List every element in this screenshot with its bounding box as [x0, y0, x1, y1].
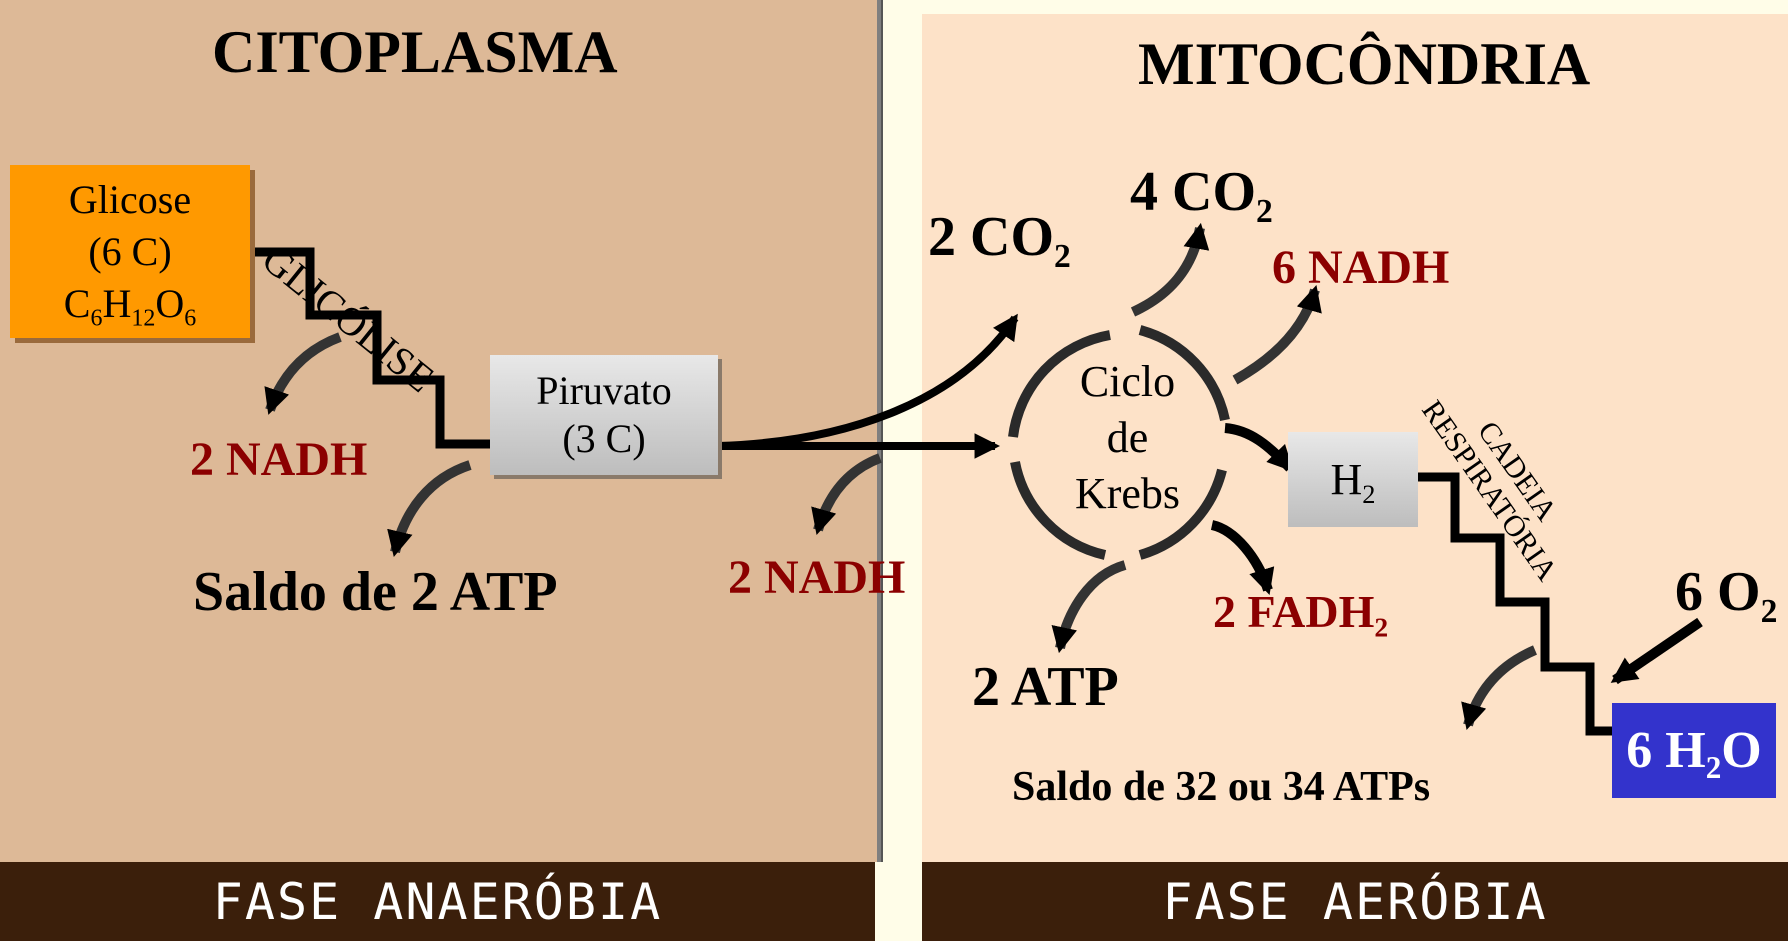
aerobic-phase-label: FASE AERÓBIA — [1162, 872, 1548, 931]
pyruvate-label: Piruvato — [536, 368, 672, 413]
glycolysis-nadh: 2 NADH — [190, 433, 368, 486]
krebs-atp: 2 ATP — [972, 656, 1119, 718]
oxygen-to-water-arrow — [1610, 617, 1703, 685]
pyruvate-box: Piruvato (3 C) — [490, 355, 718, 475]
respiratory-chain-staircase — [1418, 472, 1618, 736]
pyruvate-to-co2-arrow — [717, 313, 1019, 450]
oxygen-input: 6 O2 — [1675, 561, 1778, 630]
krebs-co2: 4 CO2 — [1130, 161, 1273, 230]
water-box: 6 H2O — [1612, 703, 1776, 798]
krebs-h2-arrow — [1224, 423, 1294, 472]
h2-box: H2 — [1288, 432, 1418, 527]
krebs-fadh-arrow — [1210, 520, 1275, 595]
h2-label: H2 — [1330, 455, 1376, 510]
glycolysis-nadh-arrow — [264, 332, 342, 415]
krebs-co2-arrow — [1130, 222, 1210, 317]
krebs-nadh-arrow — [1232, 285, 1322, 385]
krebs-atp-arrow — [1051, 560, 1127, 654]
glucose-label: Glicose — [68, 176, 192, 222]
glycolysis-atp-balance: Saldo de 2 ATP — [193, 561, 558, 623]
cytoplasm-title: CITOPLASMA — [212, 19, 618, 85]
aerobic-atp-balance: Saldo de 32 ou 34 ATPs — [1012, 764, 1431, 810]
transition-nadh: 2 NADH — [728, 551, 906, 604]
mitochondria-title: MITOCÔNDRIA — [1138, 31, 1591, 97]
glucose-carbons: (6 C) — [88, 228, 172, 274]
anaerobic-phase-label: FASE ANAERÓBIA — [212, 872, 663, 931]
transition-nadh-arrow — [811, 453, 882, 535]
krebs-fadh: 2 FADH2 — [1213, 586, 1389, 643]
glucose-box: Glicose (6 C) C6H12O6 — [10, 165, 250, 338]
krebs-cycle-label: Ciclo de Krebs — [1074, 357, 1181, 518]
water-label: 6 H2O — [1626, 722, 1762, 785]
respiratory-chain-atp-arrow — [1461, 645, 1538, 730]
glucose-formula: C6H12O6 — [63, 280, 197, 331]
glycolysis-atp-arrow — [387, 460, 472, 558]
pyruvate-carbons: (3 C) — [562, 416, 646, 461]
krebs-nadh: 6 NADH — [1272, 241, 1450, 294]
krebs-cycle-ring — [1008, 325, 1230, 560]
aerobic-footer: FASE AERÓBIA — [922, 862, 1788, 941]
transition-co2: 2 CO2 — [928, 206, 1071, 275]
glycolysis-staircase — [250, 247, 500, 449]
anaerobic-footer: FASE ANAERÓBIA — [0, 862, 875, 941]
